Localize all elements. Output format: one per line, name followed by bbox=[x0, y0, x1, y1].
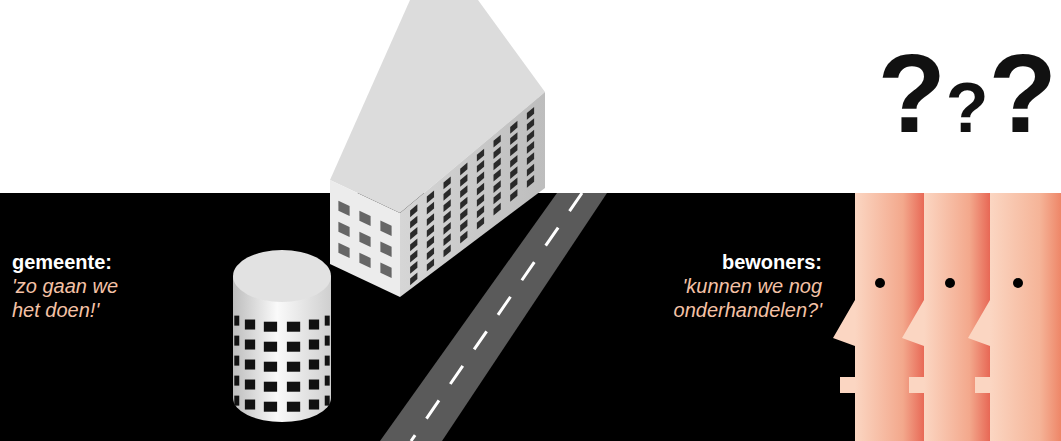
black-band bbox=[0, 193, 1061, 441]
actor-name: gemeente: bbox=[12, 250, 112, 274]
question-marks: ??? bbox=[877, 38, 1057, 150]
question-mark: ? bbox=[989, 38, 1057, 150]
question-mark: ? bbox=[946, 73, 989, 143]
block-building bbox=[330, 0, 545, 297]
round-building bbox=[233, 250, 331, 422]
faces bbox=[833, 193, 1061, 441]
road bbox=[380, 193, 607, 441]
question-mark: ? bbox=[877, 38, 945, 150]
actor-name: bewoners: bbox=[722, 250, 822, 274]
quote: 'kunnen we nog onderhandelen?' bbox=[647, 274, 822, 322]
quote: 'zo gaan we het doen!' bbox=[12, 274, 130, 322]
